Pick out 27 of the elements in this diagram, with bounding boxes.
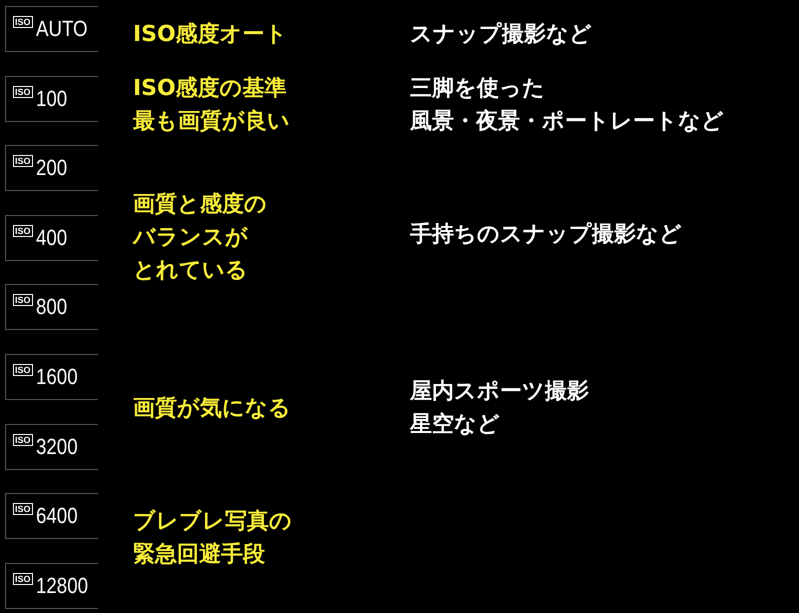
iso-value: 800 [36, 294, 68, 320]
iso-badge: ISO [13, 573, 33, 585]
feature-note: 画質が気になる [133, 395, 291, 423]
iso-value: AUTO [36, 16, 88, 42]
iso-value: 1600 [36, 364, 78, 390]
usage-note: 屋内スポーツ撮影星空など [410, 378, 589, 439]
usage-note: 三脚を使った風景・夜景・ポートレートなど [410, 75, 724, 136]
feature-note: ISO感度オート [133, 20, 288, 49]
iso-badge: ISO [13, 294, 33, 306]
usage-note: 手持ちのスナップ撮影など [410, 221, 682, 249]
iso-badge: ISO [13, 364, 33, 376]
feature-note: ブレブレ写真の緊急回避手段 [133, 508, 292, 569]
iso-badge: ISO [13, 86, 33, 98]
iso-value: 200 [36, 155, 68, 181]
iso-badge: ISO [13, 225, 33, 237]
iso-badge: ISO [13, 155, 33, 167]
iso-badge: ISO [13, 503, 33, 515]
usage-note: スナップ撮影など [410, 21, 592, 49]
iso-value: 100 [36, 86, 68, 112]
feature-note: 画質と感度のバランスがとれている [133, 190, 267, 285]
iso-value: 400 [36, 225, 68, 251]
feature-note: ISO感度の基準最も画質が良い [133, 74, 290, 136]
iso-value: 6400 [36, 503, 78, 529]
iso-value: 3200 [36, 434, 78, 460]
iso-badge: ISO [13, 434, 33, 446]
iso-value: 12800 [36, 573, 88, 599]
iso-badge: ISO [13, 16, 33, 28]
